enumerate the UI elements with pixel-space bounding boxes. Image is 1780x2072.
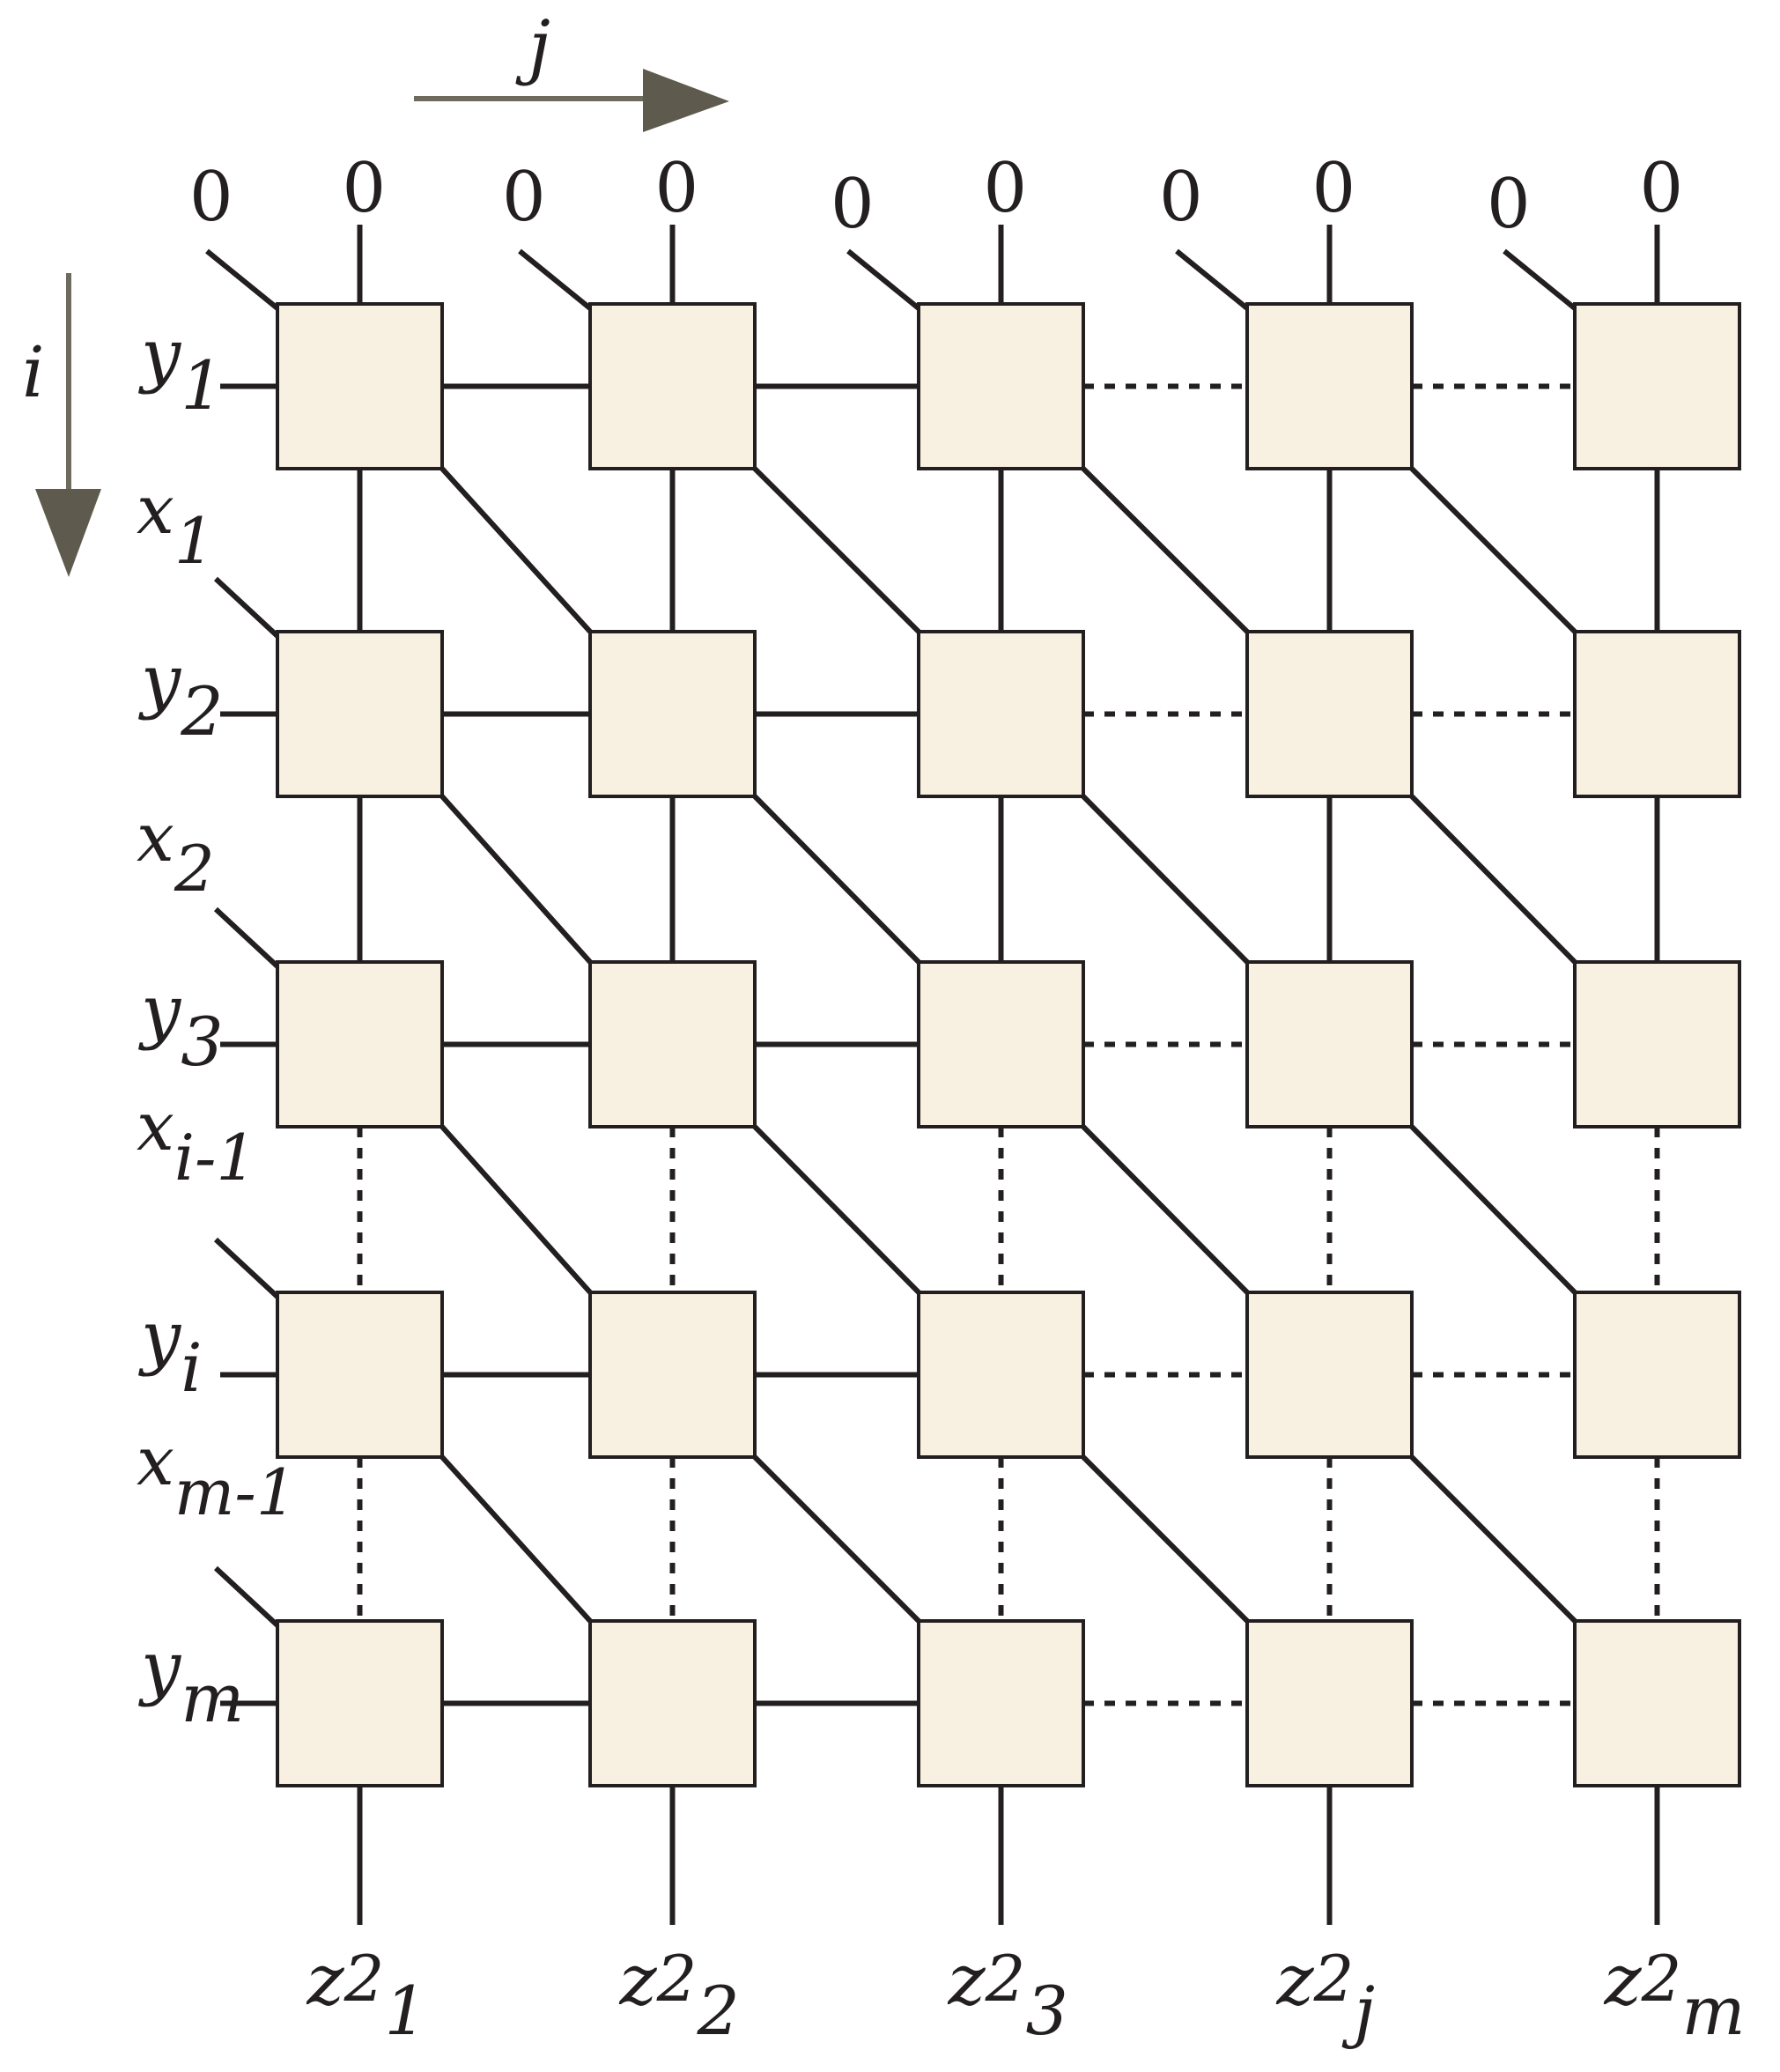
processing-cell <box>276 1291 444 1459</box>
diagonal-link-wire <box>1409 1124 1577 1295</box>
processing-cell <box>1245 1619 1414 1787</box>
x-input-wire <box>213 1565 280 1628</box>
top-input-zero: 0 <box>831 165 875 244</box>
row-label-y: yi <box>138 1296 203 1407</box>
diagonal-link-wire <box>439 1125 593 1294</box>
top-diagonal-input-wire <box>518 248 592 311</box>
top-input-zero: 0 <box>655 149 699 228</box>
row-label-y: y3 <box>138 970 224 1081</box>
processing-cell <box>1573 630 1741 798</box>
top-diagonal-input-wire <box>1175 248 1249 311</box>
processing-cell <box>917 960 1085 1128</box>
x-input-wire <box>213 1237 280 1299</box>
row-label-y: y2 <box>138 640 224 751</box>
diagonal-link-wire <box>1081 1124 1250 1295</box>
processing-cell <box>1573 960 1741 1128</box>
processing-cell <box>1245 302 1414 470</box>
processing-cell <box>917 1291 1085 1459</box>
diagonal-link-wire <box>752 794 921 965</box>
diagonal-link-wire <box>1081 794 1250 965</box>
processing-cell <box>1573 302 1741 470</box>
top-diagonal-input-wire <box>1503 248 1577 311</box>
diagonal-link-wire <box>1409 466 1577 634</box>
processing-cell <box>917 630 1085 798</box>
processing-cell <box>1245 960 1414 1128</box>
interconnect-wires <box>205 225 1660 1925</box>
processing-cell <box>917 302 1085 470</box>
processing-cell <box>1245 1291 1414 1459</box>
top-input-zero: 0 <box>1487 165 1531 244</box>
row-label-y: ym <box>138 1626 244 1737</box>
x-input-wire <box>213 906 280 969</box>
processing-cell <box>588 302 757 470</box>
diagonal-link-wire <box>439 1454 593 1624</box>
top-input-zero: 0 <box>343 149 387 228</box>
processing-cell <box>1573 1291 1741 1459</box>
x-input-label: xm-1 <box>137 1422 297 1530</box>
row-label-y: y1 <box>138 314 224 425</box>
output-label: z21 <box>307 1939 427 2050</box>
processing-cell <box>276 630 444 798</box>
processing-cell <box>276 1619 444 1787</box>
i-axis-label: i <box>22 331 45 413</box>
output-label: z2j <box>1276 1939 1376 2050</box>
top-input-zero: 0 <box>1640 149 1684 228</box>
diagonal-link-wire <box>752 1124 921 1295</box>
output-label: z2m <box>1604 1939 1746 2050</box>
diagonal-link-wire <box>752 1454 921 1624</box>
top-input-zero: 0 <box>189 158 233 237</box>
output-label: z23 <box>948 1939 1068 2050</box>
top-input-zero: 0 <box>1159 158 1203 237</box>
x-input-label: x2 <box>137 798 215 906</box>
labels: 0 0 0 0 0 0 0 0 0 0 y1 y2 y3 yi ym x1 x2 xi-1 xm-1 z21 z22 z2… <box>137 149 1746 2050</box>
j-arrowhead <box>643 69 729 132</box>
diagonal-link-wire <box>1409 1454 1577 1624</box>
processing-cell <box>588 1619 757 1787</box>
x-input-label: x1 <box>137 470 215 579</box>
processing-cells <box>276 302 1741 1787</box>
processing-cell <box>276 960 444 1128</box>
top-diagonal-input-wire <box>846 248 920 311</box>
output-label: z22 <box>619 1939 740 2050</box>
i-arrowhead <box>35 489 101 577</box>
processing-cell <box>588 1291 757 1459</box>
processing-cell <box>1245 630 1414 798</box>
x-input-wire <box>213 576 280 639</box>
top-input-zero: 0 <box>502 158 546 237</box>
diagonal-link-wire <box>1409 794 1577 965</box>
diagonal-link-wire <box>439 466 593 634</box>
direction-arrows: ji <box>22 5 729 577</box>
processing-cell <box>588 630 757 798</box>
processing-cell <box>588 960 757 1128</box>
processing-cell <box>917 1619 1085 1787</box>
diagonal-link-wire <box>439 795 593 964</box>
top-input-zero: 0 <box>984 149 1028 228</box>
processing-cell <box>1573 1619 1741 1787</box>
processing-cell <box>276 302 444 470</box>
x-input-label: xi-1 <box>137 1087 256 1195</box>
top-diagonal-input-wire <box>205 248 279 311</box>
diagonal-link-wire <box>1081 1454 1250 1624</box>
top-input-zero: 0 <box>1312 149 1356 228</box>
j-axis-label: j <box>515 5 550 87</box>
diagonal-link-wire <box>752 466 921 634</box>
diagonal-link-wire <box>1081 466 1250 634</box>
